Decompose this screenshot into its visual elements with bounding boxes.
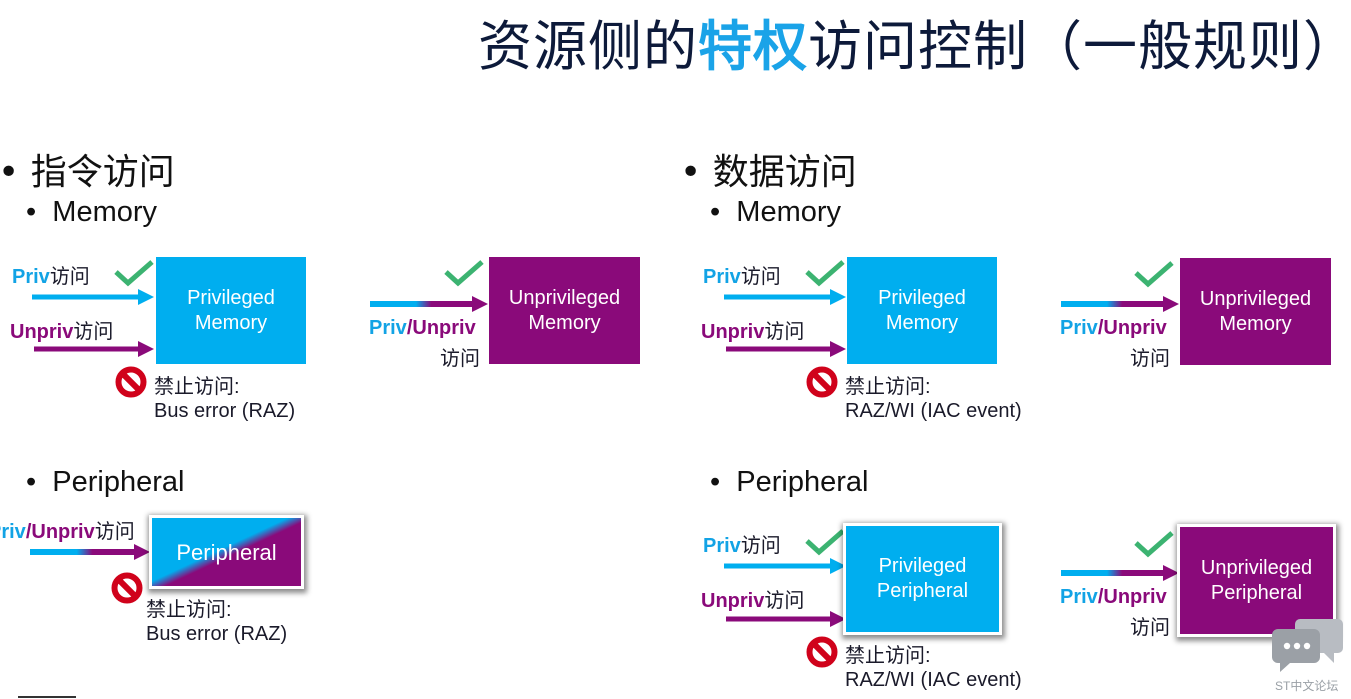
unprivileged-memory-box: Unprivileged Memory — [1180, 258, 1331, 365]
privileged-memory-box: Privileged Memory — [847, 257, 997, 364]
priv-unpriv-arrow — [1061, 565, 1179, 581]
heading-instruction-access: • 指令访问 — [0, 152, 175, 193]
subheading-peripheral-right: • Peripheral — [710, 466, 869, 498]
check-icon — [805, 260, 845, 287]
privileged-peripheral-box: Privileged Peripheral — [843, 523, 1002, 635]
check-icon — [1134, 531, 1174, 558]
priv-unpriv-arrow — [1061, 296, 1179, 312]
watermark-text: ST中文论坛 — [1275, 679, 1339, 693]
check-icon — [805, 529, 845, 556]
unpriv-access-label: Unpriv访问 — [701, 590, 805, 612]
forbidden-note-data-periph: 禁止访问:RAZ/WI (IAC event) — [845, 645, 1022, 691]
subheading-peripheral-left: • Peripheral — [26, 466, 185, 498]
unprivileged-memory-box: Unprivileged Memory — [489, 257, 640, 364]
unprivileged-peripheral-box: Unprivileged Peripheral — [1177, 524, 1336, 637]
peripheral-box: Peripheral — [149, 515, 304, 589]
priv-unpriv-label: Priv/Unpriv — [1060, 586, 1167, 608]
chat-bubbles-icon — [1272, 619, 1343, 672]
unpriv-access-label: Unpriv访问 — [10, 321, 114, 343]
page-title: 资源侧的特权访问控制（一般规则） — [478, 15, 1351, 78]
priv-arrow — [724, 558, 846, 574]
forbidden-icon — [806, 636, 838, 668]
priv-unpriv-label: Priv/Unpriv访问 — [0, 521, 135, 543]
priv-unpriv-arrow — [370, 296, 488, 312]
check-icon — [114, 260, 154, 287]
check-icon — [1134, 261, 1174, 288]
forbidden-icon — [115, 366, 147, 398]
unpriv-arrow — [726, 341, 846, 357]
priv-access-label: Priv访问 — [703, 266, 781, 288]
access-label: 访问 — [1130, 617, 1170, 639]
subheading-memory-right: • Memory — [710, 196, 842, 228]
priv-arrow — [32, 289, 154, 305]
access-label: 访问 — [440, 348, 480, 370]
unpriv-access-label: Unpriv访问 — [701, 321, 805, 343]
subheading-memory-left: • Memory — [26, 196, 158, 228]
unpriv-arrow — [726, 611, 846, 627]
priv-access-label: Priv访问 — [12, 266, 90, 288]
access-label: 访问 — [1130, 348, 1170, 370]
forbidden-note-data-mem: 禁止访问:RAZ/WI (IAC event) — [845, 376, 1022, 422]
priv-unpriv-arrow — [30, 544, 150, 560]
heading-data-access: • 数据访问 — [680, 152, 857, 193]
forbidden-icon — [806, 366, 838, 398]
forbidden-note-instr-periph: 禁止访问:Bus error (RAZ) — [146, 599, 288, 645]
forbidden-note-instr-mem: 禁止访问:Bus error (RAZ) — [154, 376, 296, 422]
privileged-memory-box: Privileged Memory — [156, 257, 306, 364]
priv-arrow — [724, 289, 846, 305]
unpriv-arrow — [34, 341, 154, 357]
divider — [18, 696, 76, 698]
priv-unpriv-label: Priv/Unpriv — [369, 317, 476, 339]
priv-unpriv-label: Priv/Unpriv — [1060, 317, 1167, 339]
priv-access-label: Priv访问 — [703, 535, 781, 557]
check-icon — [444, 260, 484, 287]
forbidden-icon — [111, 572, 143, 604]
